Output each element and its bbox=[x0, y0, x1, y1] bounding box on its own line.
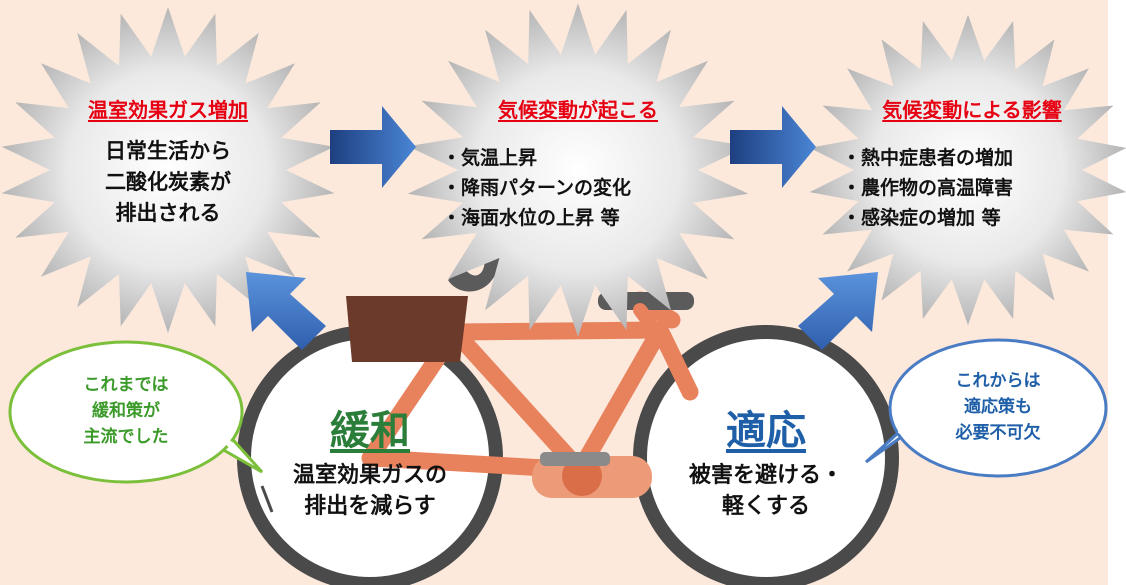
bubble-right-text: これからは 適応策も 必要不可欠 bbox=[908, 368, 1088, 446]
bubble-left-text: これまでは 緩和策が 主流でした bbox=[36, 372, 216, 450]
mitigation-line: 排出を減らす bbox=[304, 494, 436, 519]
adaptation-title: 適応 bbox=[726, 408, 806, 454]
burst-line: 日常生活から bbox=[105, 139, 231, 163]
bubble-line: 主流でした bbox=[83, 427, 169, 447]
speech-bubble-right bbox=[864, 338, 1108, 478]
bubble-line: 緩和策が bbox=[92, 401, 160, 421]
burst-line: ・降雨パターンの変化 bbox=[442, 177, 632, 199]
burst-line: ・感染症の増加 等 bbox=[842, 207, 1001, 229]
burst-body-impacts: ・熱中症患者の増加 ・農作物の高温障害 ・感染症の増加 等 bbox=[842, 143, 1013, 233]
adaptation-line: 被害を避ける・ bbox=[688, 463, 843, 488]
burst-line: ・農作物の高温障害 bbox=[842, 177, 1014, 199]
adaptation-description: 被害を避ける・ 軽くする bbox=[646, 460, 886, 522]
bubble-line: これからは bbox=[955, 371, 1041, 391]
adaptation-line: 軽くする bbox=[721, 494, 810, 519]
basket bbox=[346, 296, 468, 362]
bubble-line: 必要不可欠 bbox=[955, 423, 1041, 443]
burst-shapes bbox=[1, 3, 1126, 337]
burst-body-climate-change: ・気温上昇 ・降雨パターンの変化 ・海面水位の上昇 等 bbox=[442, 143, 631, 233]
burst-body-greenhouse: 日常生活から 二酸化炭素が 排出される bbox=[42, 136, 294, 229]
arrow-right-1 bbox=[330, 106, 416, 188]
burst-shape-3 bbox=[809, 14, 1126, 326]
burst-line: ・熱中症患者の増加 bbox=[842, 147, 1014, 169]
burst-shape-2 bbox=[407, 3, 749, 337]
burst-line: ・海面水位の上昇 等 bbox=[442, 207, 620, 229]
mitigation-line: 温室効果ガスの bbox=[292, 463, 447, 488]
burst-title-climate-change: 気候変動が起こる bbox=[498, 98, 658, 122]
burst-line: ・気温上昇 bbox=[442, 147, 538, 169]
bubble-line: 適応策も bbox=[964, 397, 1032, 417]
flow-arrows bbox=[246, 106, 878, 350]
burst-title-impacts: 気候変動による影響 bbox=[882, 98, 1062, 122]
burst-line: 二酸化炭素が bbox=[105, 170, 231, 194]
arrow-right-2 bbox=[730, 106, 816, 188]
bubble-line: これまでは bbox=[83, 375, 169, 395]
bicycle-illustration bbox=[237, 252, 899, 585]
arrow-up-left bbox=[246, 272, 326, 350]
mitigation-description: 温室効果ガスの 排出を減らす bbox=[250, 460, 490, 522]
burst-shape-1 bbox=[1, 7, 335, 333]
burst-title-greenhouse: 温室効果ガス増加 bbox=[88, 98, 248, 122]
arrow-up-right bbox=[798, 272, 878, 350]
mitigation-title: 緩和 bbox=[330, 408, 410, 454]
speech-bubble-left bbox=[8, 340, 264, 484]
burst-line: 排出される bbox=[115, 201, 221, 225]
